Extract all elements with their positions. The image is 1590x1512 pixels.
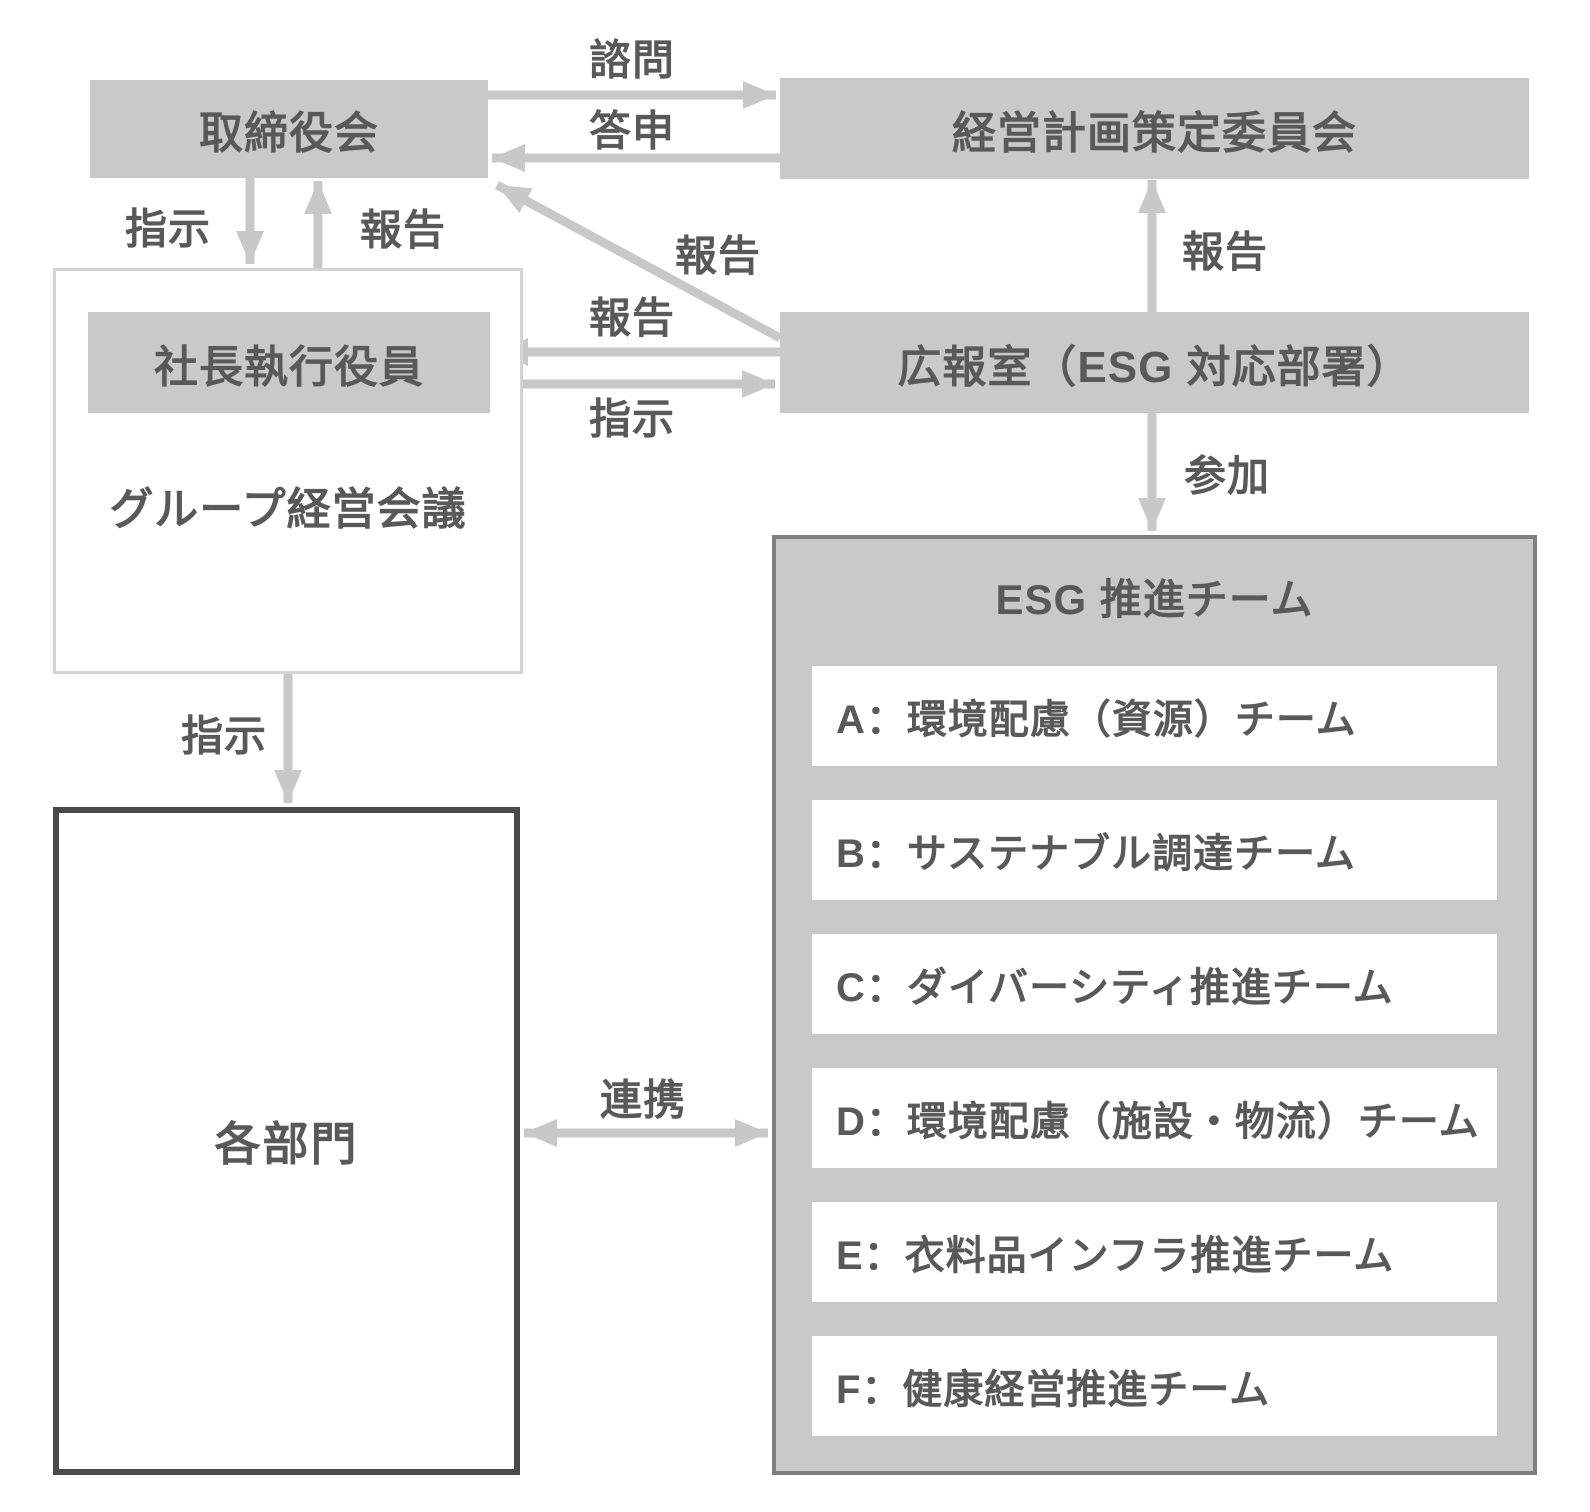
edge-label-pr-president-report: 報告 xyxy=(588,294,676,342)
node-committee: 経営計画策定委員会 xyxy=(780,78,1529,179)
node-esg-team-box: ESG 推進チーム A：環境配慮（資源）チーム B：サステナブル調達チーム C：… xyxy=(772,535,1537,1475)
node-group-meeting-label: グループ経営会議 xyxy=(109,485,467,534)
node-departments: 各部門 xyxy=(53,807,520,1475)
esg-team-title: ESG 推進チーム xyxy=(995,576,1314,623)
edge-label-pr-committee-report: 報告 xyxy=(1181,228,1269,276)
node-pr-office: 広報室（ESG 対応部署） xyxy=(780,312,1529,413)
edge-label-pr-board-report: 報告 xyxy=(674,232,762,280)
edge-label-answer: 答申 xyxy=(588,107,676,155)
node-group-meeting-box: 社長執行役員 グループ経営会議 xyxy=(53,268,523,674)
edge-label-president-pr-instruct: 指示 xyxy=(588,395,676,443)
edge-label-collaborate: 連携 xyxy=(599,1076,687,1124)
node-president-label: 社長執行役員 xyxy=(154,342,424,392)
node-committee-label: 経営計画策定委員会 xyxy=(952,108,1357,158)
node-pr-office-label: 広報室（ESG 対応部署） xyxy=(897,342,1412,392)
node-board-label: 取締役会 xyxy=(199,109,379,158)
esg-team-row-e: E：衣料品インフラ推進チーム xyxy=(812,1202,1497,1302)
edge-label-group-depts-instruct: 指示 xyxy=(180,712,268,760)
esg-team-row-a: A：環境配慮（資源）チーム xyxy=(812,666,1497,766)
esg-team-row-f: F：健康経営推進チーム xyxy=(812,1336,1497,1436)
esg-team-row-b: B：サステナブル調達チーム xyxy=(812,800,1497,900)
node-president: 社長執行役員 xyxy=(88,312,490,413)
edge-label-join: 参加 xyxy=(1183,452,1271,500)
esg-team-row-c: C：ダイバーシティ推進チーム xyxy=(812,934,1497,1034)
node-departments-label: 各部門 xyxy=(214,1118,359,1170)
esg-team-row-d: D：環境配慮（施設・物流）チーム xyxy=(812,1068,1497,1168)
node-board: 取締役会 xyxy=(90,80,488,178)
edge-label-group-report: 報告 xyxy=(359,206,447,254)
pr-to-board-report-arrow xyxy=(494,181,783,342)
edge-label-board-instruct: 指示 xyxy=(124,205,212,253)
edge-label-consult: 諮問 xyxy=(588,36,676,84)
